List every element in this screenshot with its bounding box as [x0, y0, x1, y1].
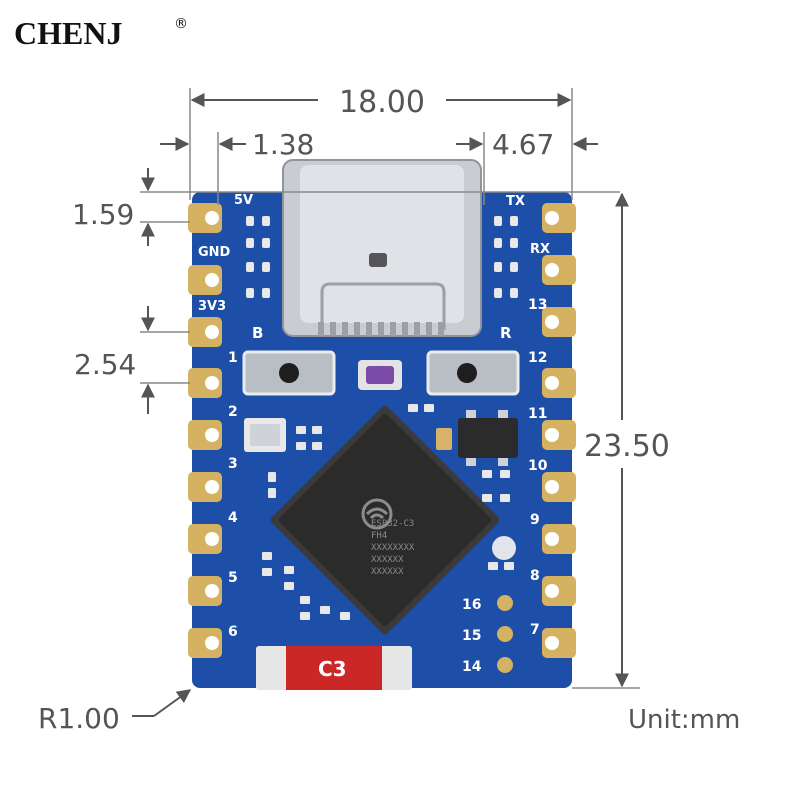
pin-pad: [542, 307, 576, 337]
pin-label: 10: [528, 458, 548, 474]
pin-label: 5: [228, 570, 238, 586]
pin-pad: [188, 203, 222, 233]
registered-mark: ®: [174, 16, 188, 32]
pin-pad: [188, 576, 222, 606]
pin-label: 4: [228, 510, 238, 526]
smd-components: [262, 404, 514, 620]
boot-button-label: B: [252, 324, 263, 342]
pin-pad: [188, 420, 222, 450]
electrolytic-capacitor: [492, 536, 516, 560]
pin-pad: [542, 472, 576, 502]
left-pin-labels: 5V GND 3V3 1 2 3 4 5 6: [198, 193, 253, 640]
pin-label: 14: [462, 659, 482, 675]
dimension-left-offset: 1.38: [160, 128, 314, 161]
espressif-logo-icon: [361, 498, 393, 530]
right-pin-pads: [542, 203, 576, 658]
dimension-right-offset-label: 4.67: [492, 128, 554, 161]
pin-pad: [542, 255, 576, 285]
pin-pad: [542, 203, 576, 233]
dimension-left-offset-label: 1.38: [252, 128, 314, 161]
dimension-height: 23.50: [584, 192, 670, 688]
c3-label: C3: [318, 657, 347, 681]
pin-pad: [188, 265, 222, 295]
pin-label: 3: [228, 456, 238, 472]
dimension-corner-radius-label: R1.00: [38, 702, 120, 735]
pin-label: 12: [528, 350, 547, 366]
dimension-height-label: 23.50: [584, 429, 670, 464]
dimension-width: 18.00: [190, 85, 572, 120]
esp32-chip: ESP32-C3 FH4 XXXXXXXX XXXXXX XXXXXX: [270, 405, 500, 635]
dimension-top-offset-label: 1.59: [72, 198, 134, 231]
voltage-regulator: [458, 410, 518, 466]
pin-pad: [542, 420, 576, 450]
pin-pad: [188, 628, 222, 658]
pin-pad: [542, 368, 576, 398]
chip-marking: FH4: [371, 531, 387, 541]
chip-marking: XXXXXXXX: [371, 543, 415, 553]
chip-marking: XXXXXX: [371, 567, 404, 577]
right-pin-labels: TX RX 13 12 11 10 9 8 7: [506, 194, 550, 638]
pin-label: RX: [530, 242, 550, 257]
dimension-top-offset: 1.59: [72, 168, 155, 246]
pin-pad: [188, 524, 222, 554]
extension-lines: [140, 88, 640, 689]
pin-label: 2: [228, 404, 238, 420]
usb-c-connector: [282, 159, 482, 337]
pin-label: GND: [198, 245, 231, 260]
pin-label: 1: [228, 350, 238, 366]
brand-logo: CHENJ: [14, 15, 122, 51]
rgb-led: [358, 360, 402, 390]
left-pin-pads: [188, 203, 222, 658]
pin-pad: [542, 576, 576, 606]
pin-label: 3V3: [198, 299, 226, 314]
reset-button: R: [426, 324, 520, 396]
dimension-right-offset: 4.67: [456, 128, 598, 161]
pin-pad: [188, 317, 222, 347]
chip-marking: XXXXXX: [371, 555, 404, 565]
pin-label: 16: [462, 597, 481, 613]
pin-pad: [542, 524, 576, 554]
reset-button-label: R: [500, 324, 512, 342]
dimension-width-label: 18.00: [339, 85, 425, 120]
unit-label: Unit:mm: [628, 705, 740, 735]
tantalum-capacitor: [436, 428, 452, 450]
chip-marking: ESP32-C3: [371, 519, 414, 529]
pin-label: 13: [528, 297, 547, 313]
crystal: [244, 418, 286, 452]
c3-component: C3: [256, 646, 412, 690]
dimension-corner-radius: R1.00: [38, 689, 192, 735]
pin-label: 9: [530, 512, 540, 528]
pin-label: 6: [228, 624, 238, 640]
pin-label: 11: [528, 406, 547, 422]
pin-label: TX: [506, 194, 525, 209]
smd-pads-top: [246, 216, 518, 298]
bottom-pin-pads: 16 15 14: [462, 595, 513, 675]
pin-pad: [188, 472, 222, 502]
pin-pad: [188, 368, 222, 398]
pin-label: 5V: [234, 193, 253, 208]
dimension-pin-pitch: 2.54: [74, 306, 155, 414]
pin-label: 8: [530, 568, 540, 584]
boot-button: B: [242, 324, 336, 396]
usb-pins: [318, 322, 444, 336]
pin-label: 15: [462, 628, 481, 644]
pin-pad: [542, 628, 576, 658]
dimension-pin-pitch-label: 2.54: [74, 348, 136, 381]
pin-label: 7: [530, 622, 540, 638]
